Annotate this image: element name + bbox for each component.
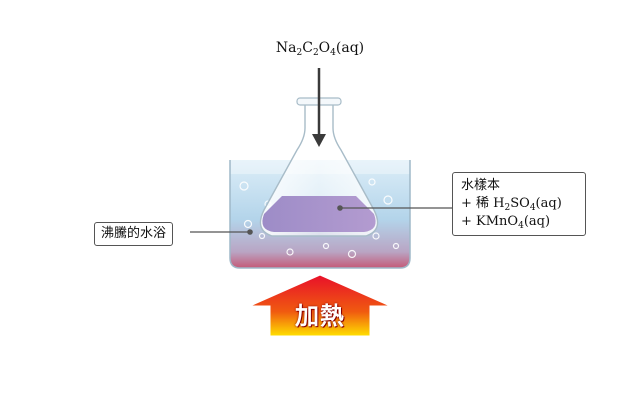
sample-line-3: + KMnO4(aq) (461, 214, 551, 231)
bath-pointer-dot (247, 229, 253, 235)
heat-label: 加熱 (295, 302, 345, 330)
reagent-label-top: Na2C2O4(aq) (275, 40, 365, 58)
heat-arrow (249, 274, 391, 337)
sample-pointer-dot (337, 205, 343, 211)
sample-line-1: 水樣本 (461, 178, 501, 193)
bath-label: 沸騰的水浴 (94, 222, 174, 246)
sample-label-box: 水樣本 + 稀 H2SO4(aq) + KMnO4(aq) (452, 172, 586, 236)
leader-lines (190, 207, 452, 233)
addition-arrow (312, 68, 326, 147)
bubbles (239, 178, 400, 259)
sample-line-2: + 稀 H2SO4(aq) (461, 196, 562, 213)
solution (262, 196, 376, 232)
